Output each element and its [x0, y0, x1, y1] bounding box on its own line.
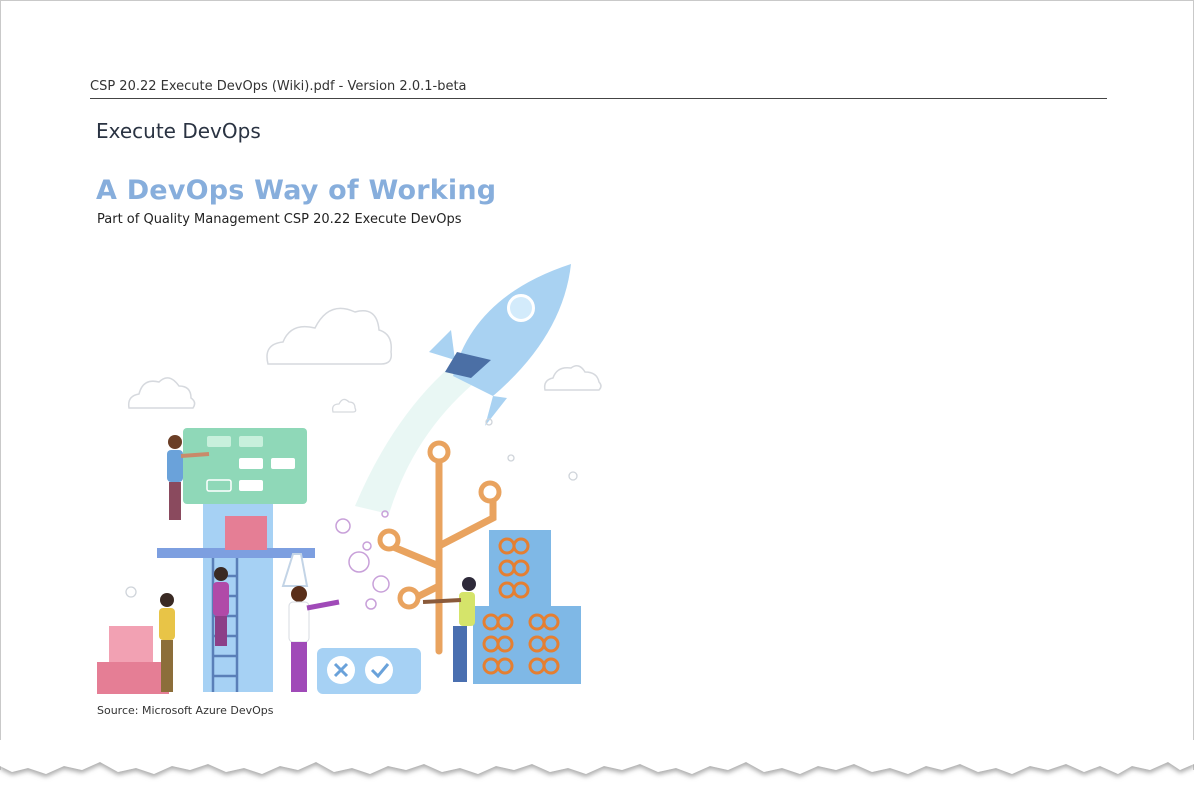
rocket-trail	[355, 364, 473, 514]
pipeline-tree-icon	[387, 457, 497, 655]
subtitle: Part of Quality Management CSP 20.22 Exe…	[97, 212, 462, 227]
person-figure	[159, 593, 175, 692]
document-title: Execute DevOps	[96, 119, 261, 143]
cloud-icon	[543, 365, 602, 391]
cloud-icon	[266, 307, 393, 365]
page-header: CSP 20.22 Execute DevOps (Wiki).pdf - Ve…	[90, 79, 467, 94]
main-heading: A DevOps Way of Working	[96, 175, 497, 206]
status-panel	[317, 648, 421, 694]
header-rule	[90, 98, 1107, 99]
devops-team-illustration	[97, 264, 602, 694]
box-stack-icon	[97, 626, 169, 694]
rocket-icon	[429, 264, 571, 426]
person-figure	[288, 586, 340, 692]
person-figure	[213, 567, 229, 646]
person-figure	[422, 577, 476, 682]
flask-icon	[281, 553, 309, 587]
server-rack-icon	[473, 530, 581, 684]
check-icon	[370, 663, 390, 679]
torn-edge	[0, 740, 1194, 792]
person-figure	[167, 435, 210, 520]
cloud-icon	[127, 377, 196, 409]
source-caption: Source: Microsoft Azure DevOps	[97, 704, 274, 717]
close-icon	[333, 662, 349, 678]
bubble-icon	[335, 510, 390, 610]
cloud-icon	[331, 398, 357, 413]
